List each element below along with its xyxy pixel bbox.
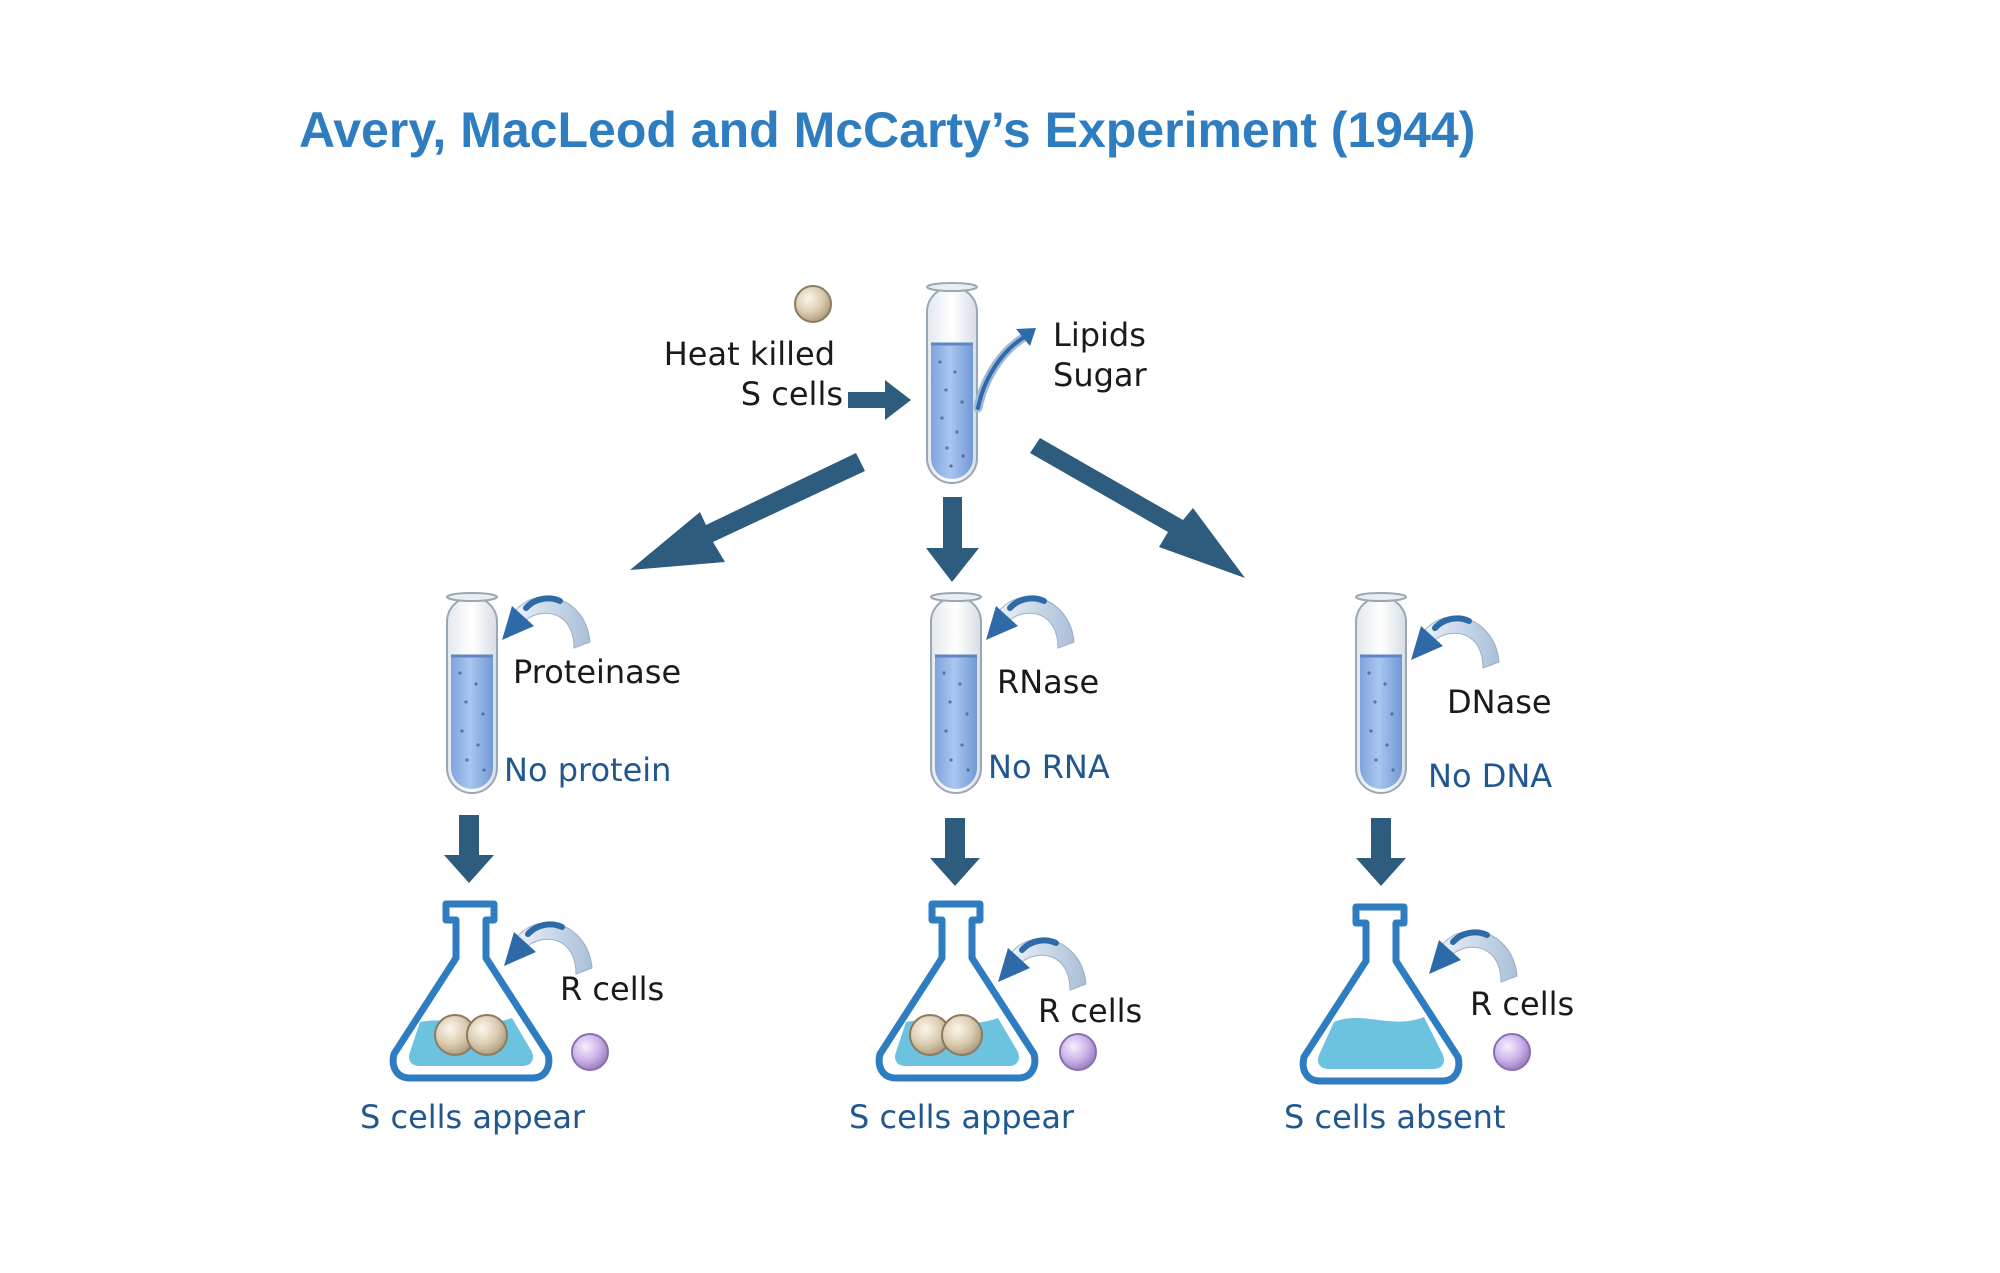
r-cell-icon	[1059, 1033, 1097, 1071]
r-cell-icon	[1493, 1033, 1531, 1071]
s-cell-colony-icon	[941, 1014, 983, 1056]
result-label: S cells absent	[1284, 1098, 1506, 1136]
input-label-line1: Heat killed	[664, 335, 835, 373]
r-cell-icon	[571, 1033, 609, 1071]
s-cell-colony-icon	[466, 1014, 508, 1056]
r-cells-label: R cells	[1038, 992, 1142, 1030]
page-title: Avery, MacLeod and McCarty’s Experiment …	[299, 102, 1475, 158]
test-tube	[930, 592, 982, 794]
down-arrow-icon	[930, 818, 980, 886]
result-label: S cells appear	[849, 1098, 1075, 1136]
add-r-cells-arrow-icon	[1429, 929, 1518, 983]
r-cells-label: R cells	[560, 970, 664, 1008]
branch-dnase: DNase No DNA R cells S cells absent	[1284, 592, 1574, 1136]
input-arrow-icon	[848, 380, 911, 420]
result-label: S cells appear	[360, 1098, 586, 1136]
add-enzyme-arrow-icon	[1411, 615, 1500, 669]
test-tube	[446, 592, 498, 794]
enzyme-label: Proteinase	[513, 653, 681, 691]
branch-arrow-left-icon	[630, 453, 865, 570]
add-r-cells-arrow-icon	[998, 937, 1087, 991]
removed-label-line2: Sugar	[1053, 356, 1148, 394]
branch-arrows	[630, 438, 1245, 582]
flask	[389, 900, 553, 1082]
add-enzyme-arrow-icon	[502, 595, 591, 649]
branch-arrow-middle-icon	[926, 497, 979, 582]
removal-arrow-icon	[973, 328, 1036, 413]
add-r-cells-arrow-icon	[504, 921, 593, 975]
removed-component-label: No RNA	[988, 748, 1110, 786]
down-arrow-icon	[1356, 818, 1406, 886]
test-tube	[1355, 592, 1407, 794]
branch-rnase: RNase No RNA R cells S cells appear	[849, 592, 1142, 1136]
removed-component-label: No protein	[504, 751, 671, 789]
source-test-tube	[926, 282, 978, 484]
branch-arrow-right-icon	[1030, 438, 1245, 578]
flask	[875, 900, 1039, 1082]
heat-killed-s-cell-icon	[794, 285, 832, 323]
enzyme-label: DNase	[1447, 683, 1552, 721]
enzyme-label: RNase	[997, 663, 1099, 701]
flask	[1299, 903, 1463, 1085]
branch-proteinase: Proteinase No protein R cells S cells ap…	[360, 592, 681, 1136]
add-enzyme-arrow-icon	[986, 595, 1075, 649]
down-arrow-icon	[444, 815, 494, 883]
r-cells-label: R cells	[1470, 985, 1574, 1023]
input-label-line2: S cells	[741, 375, 843, 413]
removed-component-label: No DNA	[1428, 757, 1552, 795]
removed-label-line1: Lipids	[1053, 316, 1146, 354]
